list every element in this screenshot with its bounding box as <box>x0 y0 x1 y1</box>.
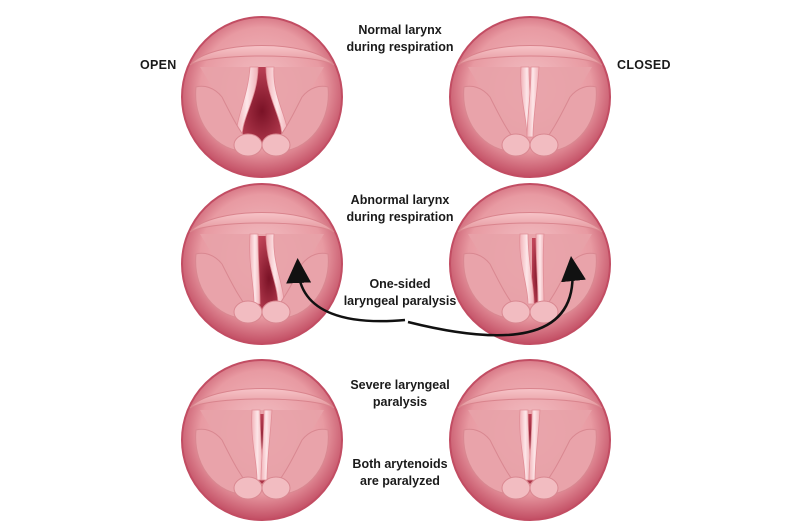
severe-paralysis-label: Severe laryngeal paralysis <box>330 377 470 411</box>
epiglottis <box>189 388 335 409</box>
left-arytenoid <box>501 133 531 157</box>
right-arytenoid <box>261 133 291 157</box>
larynx-panel-severe-open <box>181 359 343 521</box>
right-vocal-cord <box>260 409 273 481</box>
normal-larynx-line-2: during respiration <box>346 40 454 54</box>
left-arytenoid <box>501 476 531 500</box>
epiglottis <box>457 45 603 66</box>
epiglottis <box>189 212 335 233</box>
epiglottis <box>457 212 603 233</box>
left-arytenoid <box>233 133 263 157</box>
arrow-to-open-panel <box>286 258 406 323</box>
right-arytenoid <box>529 300 559 324</box>
closed-label: CLOSED <box>617 58 671 72</box>
both-arytenoids-label: Both arytenoids are paralyzed <box>330 456 470 490</box>
airway-opening <box>254 236 284 314</box>
abnormal-larynx-line-2: during respiration <box>346 210 454 224</box>
one-sided-paralysis-label: One-sided laryngeal paralysis <box>330 276 470 310</box>
left-arytenoid <box>501 300 531 324</box>
normal-larynx-label: Normal larynx during respiration <box>330 22 470 56</box>
larynx-panel-severe-closed <box>449 359 611 521</box>
airway-opening <box>236 67 288 147</box>
left-arytenoid <box>233 300 263 324</box>
larynx-panel-abnormal-open <box>181 183 343 345</box>
severe-line-2: paralysis <box>372 395 428 409</box>
left-vocal-cord <box>249 233 261 305</box>
abnormal-larynx-label: Abnormal larynx during respiration <box>330 192 470 226</box>
larynx-panel-normal-open <box>181 16 343 178</box>
severe-line-1: Severe laryngeal <box>350 378 450 392</box>
epiglottis <box>189 45 335 66</box>
right-arytenoid <box>529 476 559 500</box>
right-vocal-cord <box>526 66 540 138</box>
right-arytenoid <box>261 476 291 500</box>
normal-larynx-line-1: Normal larynx <box>358 23 442 37</box>
right-arytenoid <box>529 133 559 157</box>
left-arytenoid <box>233 476 263 500</box>
abnormal-larynx-line-1: Abnormal larynx <box>350 193 450 207</box>
both-line-2: are paralyzed <box>360 474 440 488</box>
epiglottis <box>457 388 603 409</box>
right-arytenoid <box>261 300 291 324</box>
open-label: OPEN <box>140 58 177 72</box>
one-sided-line-2: laryngeal paralysis <box>343 294 457 308</box>
one-sided-line-1: One-sided <box>369 277 431 291</box>
both-line-1: Both arytenoids <box>352 457 448 471</box>
arrow-to-closed-panel <box>407 256 586 337</box>
right-vocal-cord <box>528 409 541 481</box>
larynx-panel-abnormal-closed <box>449 183 611 345</box>
larynx-panel-normal-closed <box>449 16 611 178</box>
